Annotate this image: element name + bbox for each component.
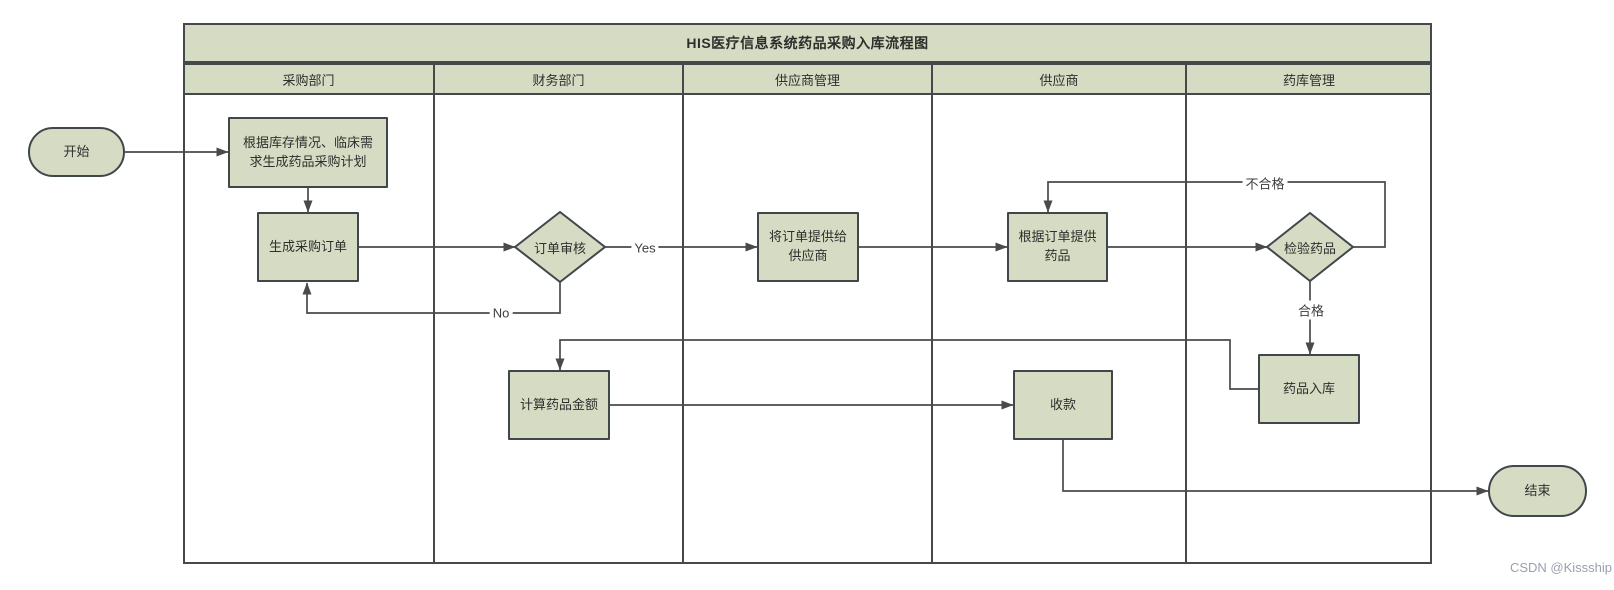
lane-divider-4 [1185, 63, 1187, 564]
lane-divider-2 [682, 63, 684, 564]
lane-header-strip [183, 63, 1432, 95]
end-terminator: 结束 [1488, 465, 1587, 517]
swimlane-frame [183, 23, 1432, 564]
stock-in-process-box: 药品入库 [1258, 354, 1360, 424]
plan-process-box: 根据库存情况、临床需求生成药品采购计划 [228, 117, 388, 188]
send-order-process-box: 将订单提供给供应商 [757, 212, 859, 282]
diagram-title-bar: HIS医疗信息系统药品采购入库流程图 [183, 23, 1432, 63]
lane-header-pharmacy-storage: 药库管理 [1282, 72, 1335, 88]
calc-amount-process-box: 计算药品金额 [508, 370, 610, 440]
lane-header-supplier-mgmt: 供应商管理 [774, 72, 840, 88]
create-order-process-box: 生成采购订单 [257, 212, 359, 282]
lane-divider-1 [433, 63, 435, 564]
lane-header-finance: 财务部门 [532, 72, 585, 88]
collect-payment-process-box: 收款 [1013, 370, 1113, 440]
lane-header-purchasing: 采购部门 [282, 72, 335, 88]
reject-edge-label: 不合格 [1242, 173, 1288, 193]
start-terminator: 开始 [28, 127, 125, 177]
lane-header-supplier: 供应商 [1039, 72, 1079, 88]
lane-divider-3 [931, 63, 933, 564]
diagram-title: HIS医疗信息系统药品采购入库流程图 [686, 35, 929, 51]
no-edge-label: No [489, 305, 513, 321]
accept-edge-label: 合格 [1294, 300, 1328, 320]
csdn-watermark: CSDN @Kissship [1509, 560, 1612, 575]
provide-drugs-process-box: 根据订单提供药品 [1007, 212, 1108, 282]
yes-edge-label: Yes [631, 240, 659, 256]
